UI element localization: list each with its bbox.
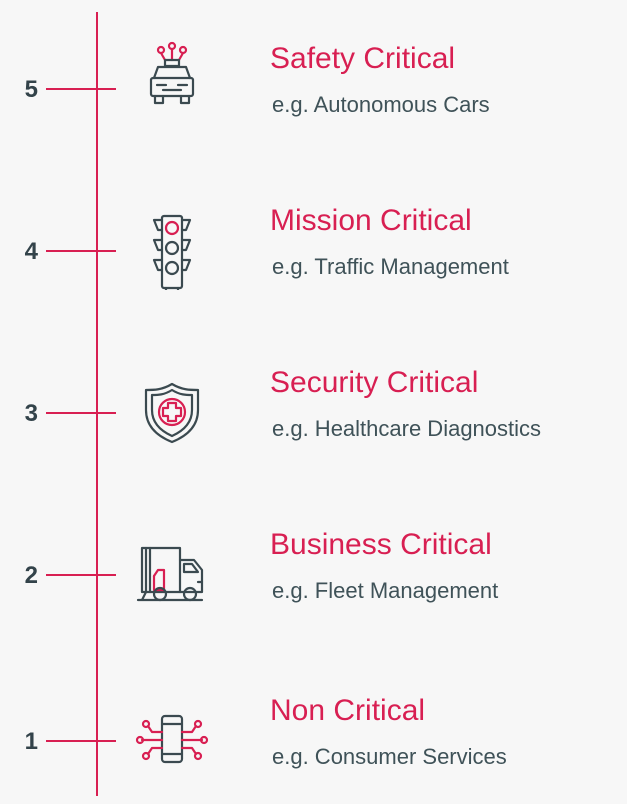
tier-level-number: 5 (24, 76, 38, 103)
tier-5: 5 Safety Critical e.g. Autonomous Cars (0, 40, 627, 160)
tier-level-number: 3 (24, 400, 38, 427)
tier-3: 3 Security Critical e.g. Healthcare Diag… (0, 364, 627, 484)
tier-example: e.g. Healthcare Diagnostics (272, 416, 542, 441)
tier-tick (46, 740, 116, 742)
tier-level-number: 1 (24, 728, 38, 755)
tier-title: Safety Critical (270, 42, 456, 75)
traffic-light-icon (132, 210, 212, 290)
tier-title: Mission Critical (270, 204, 472, 237)
tier-example: e.g. Traffic Management (272, 254, 509, 279)
delivery-truck-icon (132, 534, 212, 614)
tier-title: Security Critical (270, 366, 479, 399)
tier-level-number: 2 (24, 562, 38, 589)
tier-4: 4 Mission Critical e.g. Traffic Manageme… (0, 202, 627, 322)
tier-title: Non Critical (270, 694, 426, 727)
tier-example: e.g. Fleet Management (272, 578, 499, 603)
tier-example: e.g. Autonomous Cars (272, 92, 490, 117)
criticality-axis-line (96, 12, 98, 796)
tier-2: 2 Business Critical e.g. Fleet Managemen… (0, 526, 627, 646)
tier-tick (46, 250, 116, 252)
tier-tick (46, 574, 116, 576)
connected-phone-icon (132, 702, 212, 782)
tier-tick (46, 88, 116, 90)
medical-shield-icon (132, 374, 212, 454)
autonomous-car-icon (132, 40, 212, 120)
tier-tick (46, 412, 116, 414)
tier-title: Business Critical (270, 528, 492, 561)
tier-level-number: 4 (24, 238, 38, 265)
tier-example: e.g. Consumer Services (272, 744, 507, 769)
tier-1: 1 Non Critical e.g. Consumer Services (0, 684, 627, 804)
